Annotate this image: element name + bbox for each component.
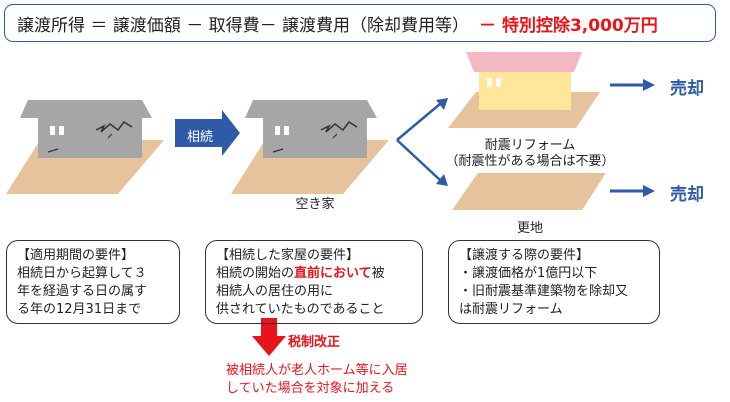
vacant-lot-icon [452, 173, 606, 210]
inherit-label: 相続 [186, 130, 213, 145]
house-requirement-box: 【相続した家屋の要件】 相続の開始の直前において被 相続人の居住の用に 供されて… [205, 240, 423, 324]
sale-label-bottom: 売却 [670, 185, 704, 205]
renovated-house-icon [448, 52, 600, 128]
special-deduction: － 特別控除3,000万円 [479, 15, 658, 36]
inherit-arrow [175, 110, 240, 156]
sell-arrow-bottom [610, 185, 655, 197]
transfer-requirement-line-3: は耐震リフォーム [459, 302, 563, 317]
transfer-requirement-title: 【譲渡する際の要件】 [459, 248, 590, 263]
house-requirement-line-1: 相続の開始の直前において被 [216, 265, 412, 283]
renovation-note: （耐震性がある場合は不要） [445, 154, 615, 169]
period-requirement-line-3: る年の12月31日まで [17, 302, 142, 317]
period-requirement-title: 【適用期間の要件】 [17, 248, 135, 263]
transfer-requirement-line-2: ・旧耐震基準建築物を除却又 [459, 284, 629, 299]
sale-label-top: 売却 [670, 79, 704, 99]
period-requirement-line-1: 相続日から起算して３ [17, 266, 147, 281]
period-requirement-box: 【適用期間の要件】 相続日から起算して３ 年を経過する日の属す る年の12月31… [6, 240, 180, 324]
house-requirement-title: 【相続した家屋の要件】 [216, 248, 360, 263]
period-requirement-line-2: 年を経過する日の属す [17, 284, 148, 299]
formula-box: 譲渡所得 ＝ 譲渡価額 － 取得費－ 譲渡費用（除却費用等） － 特別控除3,0… [4, 4, 716, 42]
vacant-lot-label: 更地 [516, 221, 543, 236]
transfer-requirement-line-1: ・譲渡価格が1億円以下 [459, 266, 598, 281]
transfer-requirement-box: 【譲渡する際の要件】 ・譲渡価格が1億円以下 ・旧耐震基準建築物を除却又 は耐震… [448, 240, 660, 324]
tax-reform-note: 被相続人が老人ホーム等に入居 していた場合を対象に加える [226, 362, 408, 398]
tax-reform-tag: 税制改正 [288, 335, 341, 350]
vacant-house-icon [231, 100, 389, 194]
inherited-house-icon [6, 100, 164, 194]
house-requirement-highlight: 直前において [294, 266, 372, 281]
house-requirement-line-1-after: 被 [371, 266, 385, 281]
renovation-label: 耐震リフォーム [484, 138, 576, 153]
formula-main: 譲渡所得 ＝ 譲渡価額 － 取得費－ 譲渡費用（除却費用等） [17, 15, 470, 36]
house-requirement-line-2: 相続人の居住の用に [216, 284, 334, 299]
vacant-house-label: 空き家 [295, 197, 335, 212]
branch-arrows [396, 103, 441, 181]
reform-down-arrow [252, 318, 286, 356]
house-requirement-line-1-before: 相続の開始の [216, 266, 295, 281]
tax-reform-line-2: していた場合を対象に加える [226, 381, 395, 396]
tax-reform-line-1: 被相続人が老人ホーム等に入居 [226, 363, 408, 378]
house-requirement-line-3: 供されていたものであること [216, 302, 385, 317]
sell-arrow-top [610, 79, 655, 91]
